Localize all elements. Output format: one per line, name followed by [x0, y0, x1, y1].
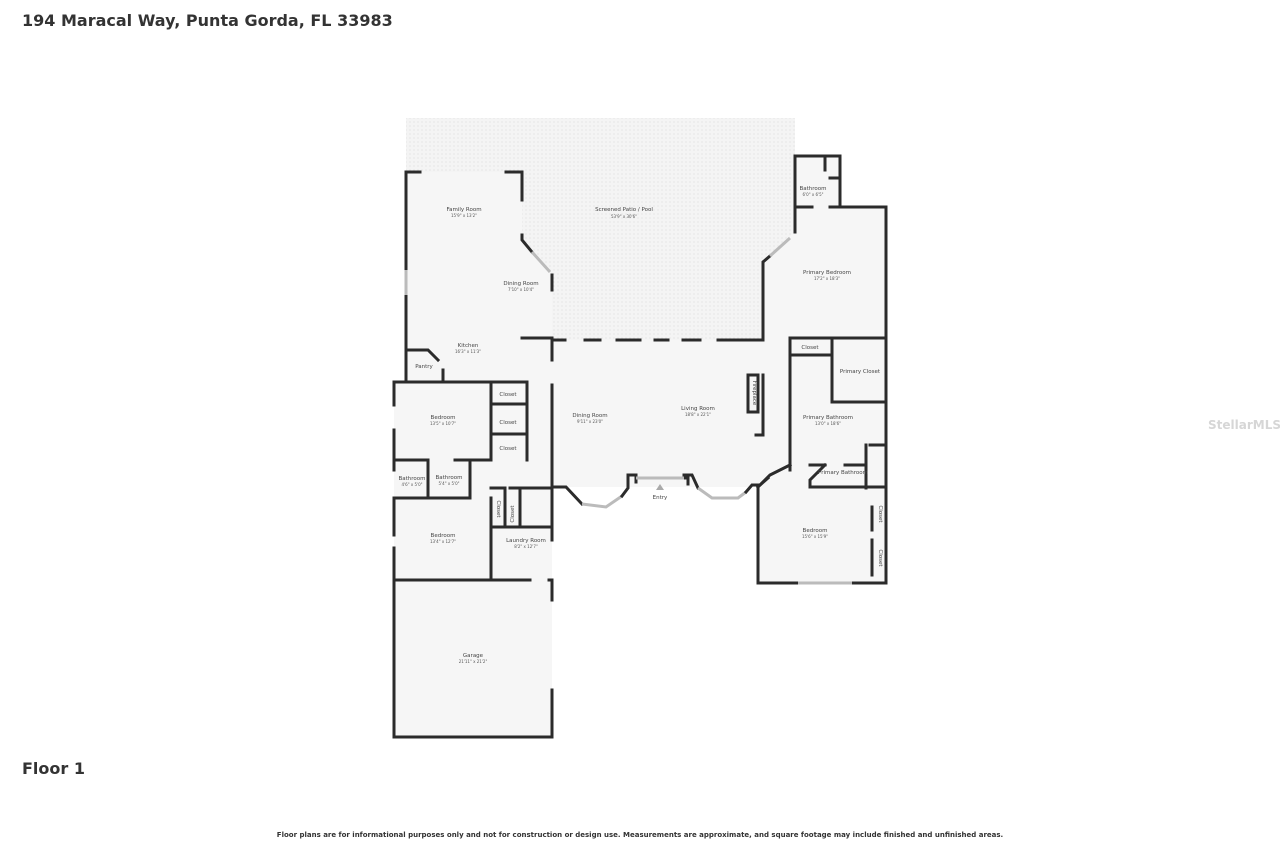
room-name: Screened Patio / Pool: [595, 207, 653, 213]
closet-label: Closet: [499, 446, 517, 452]
room-dims: 6'0" x 6'5": [803, 192, 824, 197]
room-name: Primary Closet: [840, 369, 881, 375]
room-name: Living Room: [681, 406, 715, 412]
room-name: Dining Room: [503, 281, 538, 287]
floor-label: Floor 1: [22, 759, 85, 778]
watermark: StellarMLS: [1208, 418, 1280, 432]
closet-label: Closet: [499, 392, 517, 398]
room-dims: 21'11" x 21'2": [459, 659, 488, 664]
room-dims: 5'4" x 5'0": [439, 481, 460, 486]
page-title: 194 Maracal Way, Punta Gorda, FL 33983: [22, 11, 393, 30]
room-dims: 17'2" x 18'3": [814, 276, 840, 281]
room-name: Laundry Room: [506, 538, 546, 544]
room-name: Bedroom: [803, 528, 828, 534]
room-name: Bedroom: [431, 415, 456, 421]
room-name: Kitchen: [458, 343, 479, 349]
room-dims: 15'6" x 15'9": [802, 534, 828, 539]
closet-label: Closet: [877, 549, 883, 567]
room-name: Dining Room: [572, 413, 607, 419]
room-name: Primary Bathroom: [818, 470, 868, 476]
closet-label: Closet: [877, 505, 883, 523]
patio-area: [406, 118, 795, 340]
room-name: Primary Bedroom: [803, 270, 851, 276]
room-dims: 8'2" x 12'7": [514, 544, 538, 549]
room-dims: 13'4" x 12'7": [430, 539, 456, 544]
room-dims: 4'6" x 5'0": [402, 482, 423, 487]
room-dims: 7'10" x 10'4": [508, 287, 534, 292]
closet-label: Closet: [499, 420, 517, 426]
room-dims: 53'9" x 30'6": [611, 214, 637, 219]
room-dims: 16'3" x 11'3": [455, 349, 481, 354]
room-dims: 15'9" x 13'2": [451, 213, 477, 218]
room-name: Closet: [801, 345, 819, 351]
room-dims: 9'11" x 23'0": [577, 419, 603, 424]
disclaimer: Floor plans are for informational purpos…: [276, 831, 1004, 839]
closet-label: Closet: [510, 505, 516, 523]
floor-fill: [394, 156, 886, 737]
room-name: Garage: [463, 653, 484, 659]
room-name: Family Room: [446, 207, 481, 213]
room-name: Bedroom: [431, 533, 456, 539]
walls: [392, 154, 888, 739]
room-name: Bathroom: [398, 476, 425, 482]
room-name: Primary Bathroom: [803, 415, 853, 421]
entry-arrow-icon: [656, 484, 664, 490]
room-dims: 13'5" x 10'7": [430, 421, 456, 426]
room-dims: 18'8" x 22'1": [685, 412, 711, 417]
room-dims: 13'0" x 18'6": [815, 421, 841, 426]
room-name: Pantry: [415, 364, 433, 370]
room-name: Bathroom: [799, 186, 826, 192]
room-name: Entry: [653, 495, 668, 501]
room-name: Fireplace: [751, 381, 757, 406]
room-name: Bathroom: [435, 475, 462, 481]
closet-label: Closet: [495, 500, 501, 518]
